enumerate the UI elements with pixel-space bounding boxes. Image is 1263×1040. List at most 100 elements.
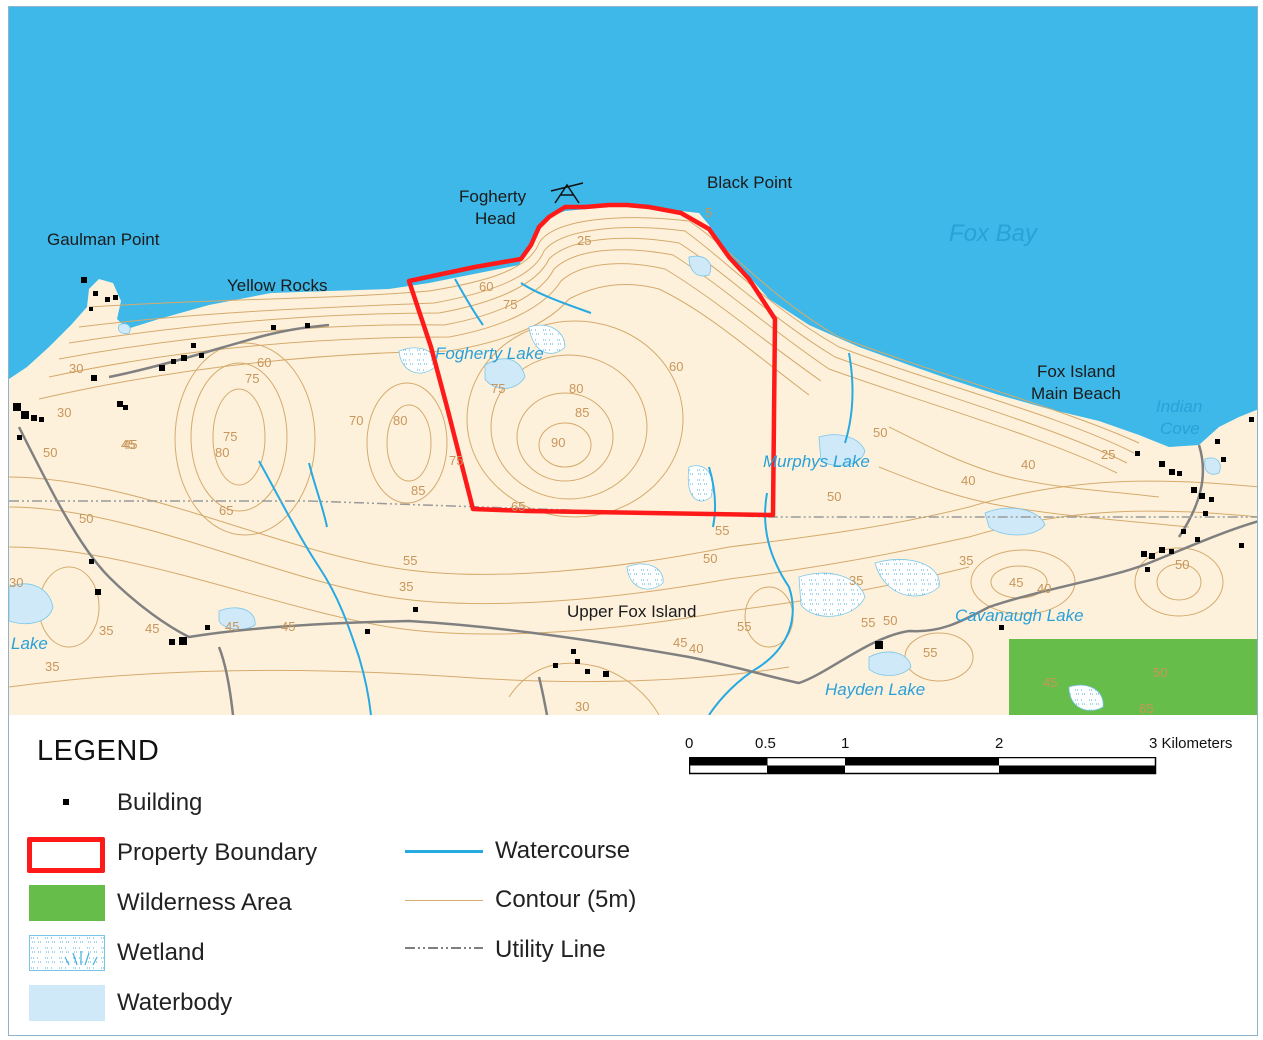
contour-label: 30 — [69, 361, 83, 376]
contour-label: 65 — [1139, 701, 1153, 715]
contour-label: 60 — [257, 355, 271, 370]
water-labels: Fox Bay Fogherty Lake Indian Cove Murphy… — [11, 220, 1202, 699]
contour-label: 30 — [9, 575, 23, 590]
contour-label: 50 — [883, 613, 897, 628]
contour-label: 65 — [511, 499, 525, 514]
contour-label: 60 — [479, 279, 493, 294]
contour-label: 55 — [923, 645, 937, 660]
label-lake: Lake — [11, 634, 48, 653]
lighthouse-icon — [550, 182, 584, 204]
legend-waterbody: Waterbody — [117, 989, 233, 1016]
label-indian-cove-2: Cove — [1160, 419, 1200, 438]
contour-label: 25 — [577, 233, 591, 248]
legend-utility-line: Utility Line — [495, 936, 606, 963]
contour-label: 35 — [849, 573, 863, 588]
label-fox-bay: Fox Bay — [949, 220, 1039, 247]
contour-label: 50 — [1153, 665, 1167, 680]
wilderness-area-symbol — [29, 885, 105, 921]
legend-watercourse: Watercourse — [495, 837, 631, 864]
contour-label: 75 — [245, 371, 259, 386]
contour-label: 45 — [281, 619, 295, 634]
contour-label: 75 — [223, 429, 237, 444]
contour-label: 45 — [225, 619, 239, 634]
contour-label: 70 — [349, 413, 363, 428]
label-black-point: Black Point — [707, 173, 792, 192]
land — [9, 205, 1257, 715]
waterbody-symbol — [29, 985, 105, 1021]
contour-label: 80 — [393, 413, 407, 428]
contour-label: 65 — [219, 503, 233, 518]
wetlands — [398, 324, 1104, 711]
contour-label: 60 — [669, 359, 683, 374]
contour-label: 55 — [861, 615, 875, 630]
legend-wilderness-area: Wilderness Area — [117, 889, 292, 916]
contour-label: 45 — [673, 635, 687, 650]
scale-tick-0.5: 0.5 — [755, 735, 776, 752]
contour-label: 45 — [145, 621, 159, 636]
utility-line-symbol — [405, 947, 483, 949]
label-murphys-lake: Murphys Lake — [763, 452, 870, 471]
buildings — [13, 277, 1254, 677]
contour-label: 75 — [491, 381, 505, 396]
contour-label: 55 — [715, 523, 729, 538]
scale-tick-3: 3 Kilometers — [1149, 735, 1233, 752]
contour-label: 50 — [43, 445, 57, 460]
contour-label: 5 — [705, 205, 712, 220]
scale-tick-1: 1 — [841, 735, 850, 752]
wetland-symbol — [29, 935, 105, 971]
label-yellow-rocks: Yellow Rocks — [227, 276, 327, 295]
contour-label: 40 — [689, 641, 703, 656]
contour-label: 35 — [99, 623, 113, 638]
label-gaulman-point: Gaulman Point — [47, 230, 160, 249]
label-cavanaugh-lake: Cavanaugh Lake — [955, 606, 1084, 625]
contour-label: 50 — [1175, 557, 1189, 572]
contour-label: 30 — [575, 699, 589, 714]
label-fox-island-main-beach-2: Main Beach — [1031, 384, 1121, 403]
property-boundary-symbol — [27, 837, 105, 873]
building-symbol — [63, 799, 69, 805]
wilderness-area-polygon — [1009, 639, 1257, 715]
property-boundary — [406, 202, 778, 518]
contour-label: 40 — [1037, 581, 1051, 596]
contour-label: 75 — [503, 297, 517, 312]
contour-symbol — [405, 900, 483, 901]
contour-label: 25 — [1101, 447, 1115, 462]
scale-tick-2: 2 — [995, 735, 1004, 752]
contour-label: 35 — [399, 579, 413, 594]
contour-label: 80 — [215, 445, 229, 460]
contour-label: 40 — [1021, 457, 1035, 472]
scale-tick-0: 0 — [685, 735, 694, 752]
contour-label: 45 — [123, 437, 137, 452]
watercourse-symbol — [405, 850, 483, 853]
label-fogherty-head-2: Head — [475, 209, 516, 228]
contour-labels: 25 5 60 75 60 75 90 85 80 60 75 70 80 45… — [9, 205, 1189, 715]
contour-label: 50 — [827, 489, 841, 504]
label-fox-island-main-beach-1: Fox Island — [1037, 362, 1115, 381]
place-labels: Fogherty Head Black Point Gaulman Point … — [47, 173, 1121, 621]
contour-label: 35 — [959, 553, 973, 568]
legend-title: LEGEND — [37, 735, 160, 767]
contour-label: 75 — [449, 453, 463, 468]
contour-label: 35 — [45, 659, 59, 674]
contour-label: 90 — [551, 435, 565, 450]
scale-bar — [689, 757, 1157, 775]
contour-label: 30 — [57, 405, 71, 420]
map-figure: 25 5 60 75 60 75 90 85 80 60 75 70 80 45… — [8, 6, 1258, 1036]
label-fogherty-head-1: Fogherty — [459, 187, 527, 206]
contour-label: 85 — [575, 405, 589, 420]
contour-label: 40 — [961, 473, 975, 488]
contour-label: 85 — [411, 483, 425, 498]
contour-label: 45 — [1009, 575, 1023, 590]
contour-label: 45 — [1043, 675, 1057, 690]
contour-label: 50 — [873, 425, 887, 440]
label-upper-fox-island: Upper Fox Island — [567, 602, 696, 621]
waterbodies — [9, 255, 1221, 676]
topographic-map: 25 5 60 75 60 75 90 85 80 60 75 70 80 45… — [9, 7, 1257, 715]
contour-label: 55 — [737, 619, 751, 634]
contour-label: 45 — [121, 437, 135, 452]
legend-wetland: Wetland — [117, 939, 205, 966]
label-hayden-lake: Hayden Lake — [825, 680, 925, 699]
legend-property-boundary: Property Boundary — [117, 839, 318, 866]
contour-label: 50 — [703, 551, 717, 566]
watercourses — [258, 278, 854, 715]
